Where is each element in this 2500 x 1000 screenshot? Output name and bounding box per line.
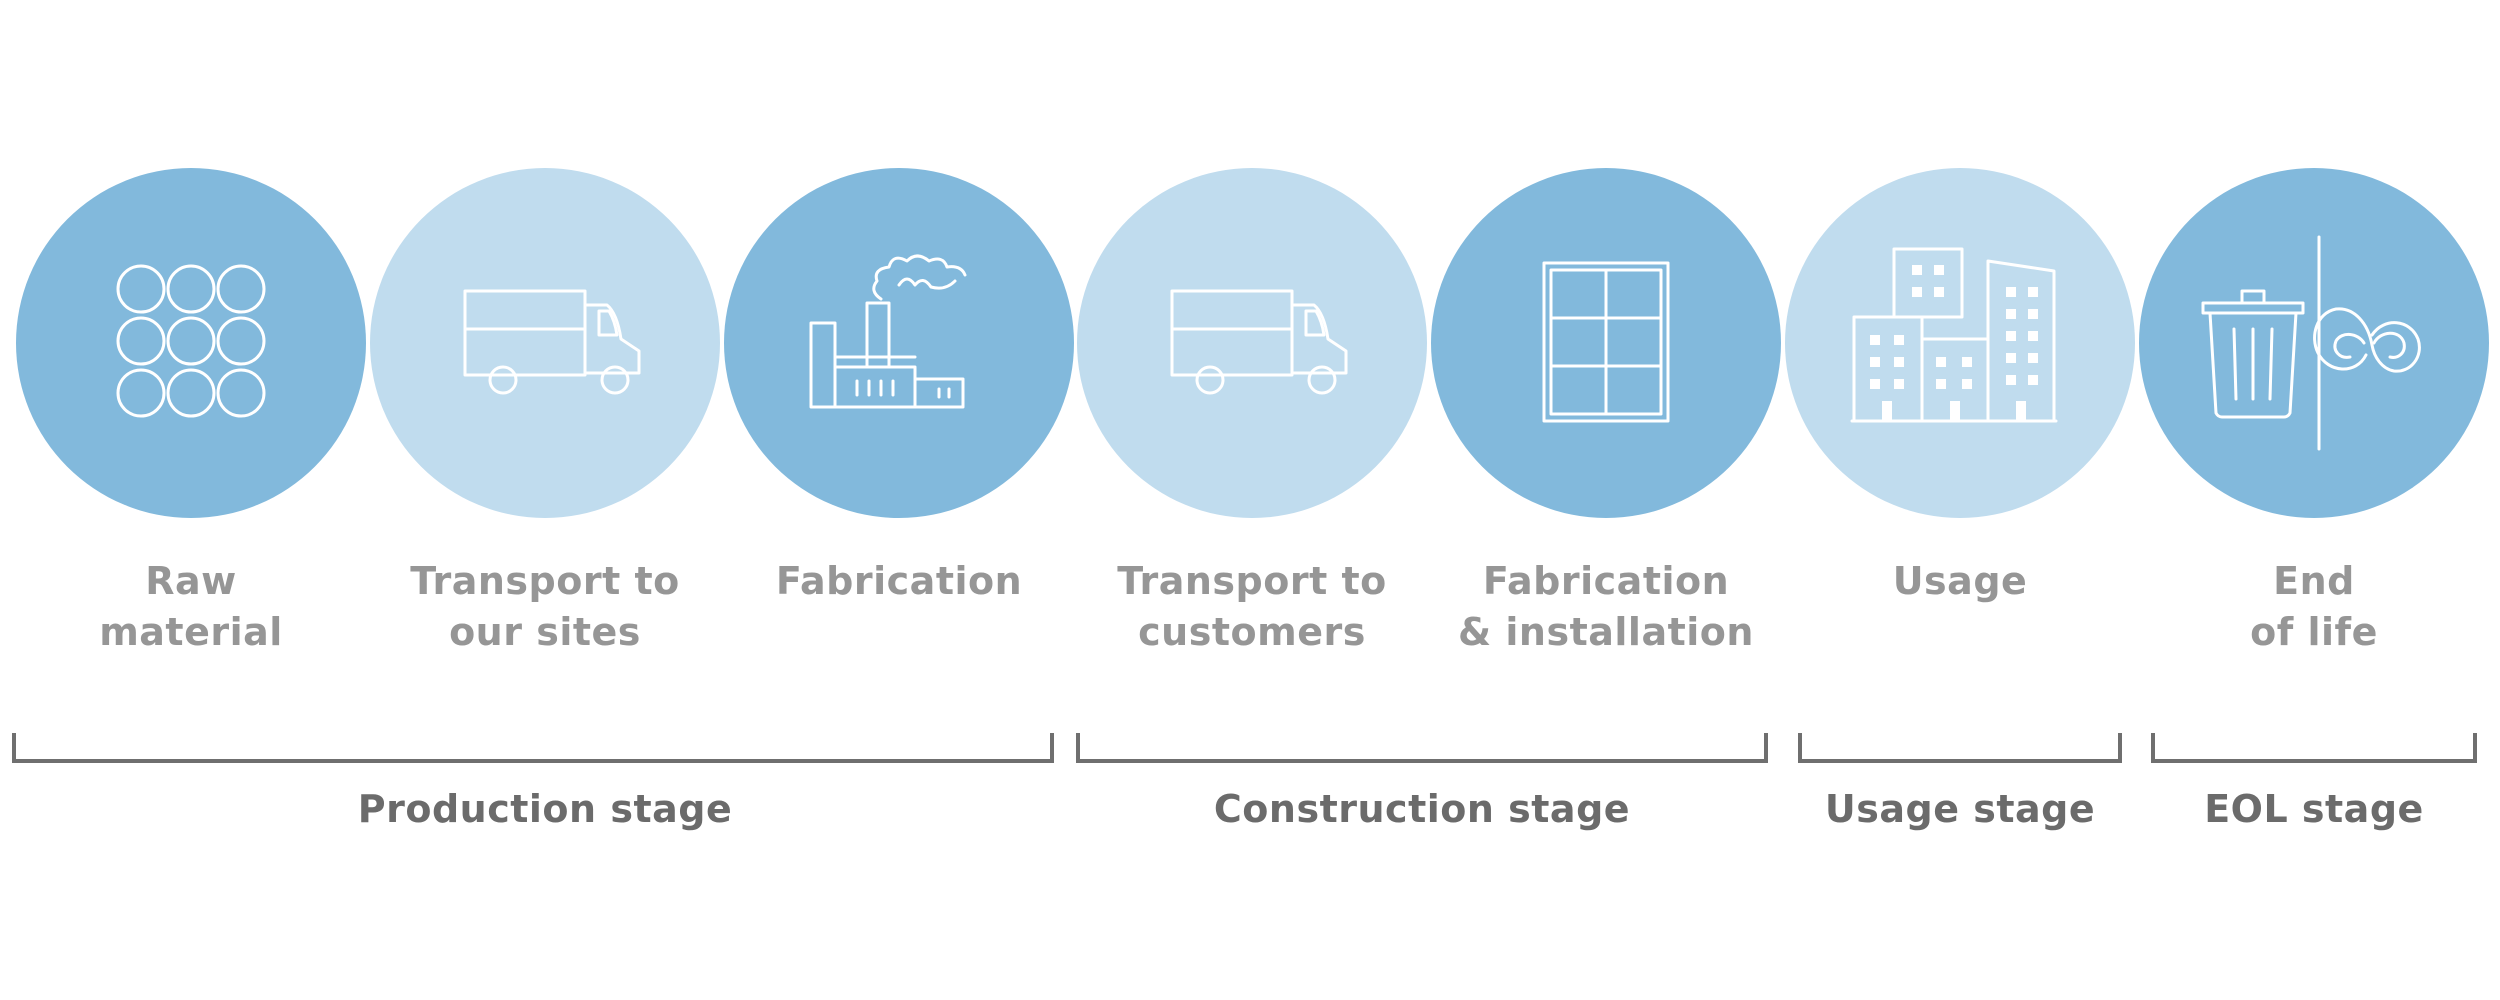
stage-label-transport-sites: Transport to our sites <box>410 559 680 654</box>
stage-label-fabrication-installation: Fabrication & installation <box>1458 559 1754 654</box>
factory-icon <box>809 254 967 409</box>
stage-circle-usage <box>1785 168 2135 518</box>
stage-label-fabrication: Fabrication <box>775 559 1023 603</box>
truck-icon <box>463 289 641 395</box>
group-label-eol-stage: EOL stage <box>2204 787 2424 831</box>
stage-label-end-of-life: End of life <box>2250 559 2378 654</box>
bracket-construction-stage <box>1076 733 1768 763</box>
group-label-construction-stage: Construction stage <box>1213 787 1631 831</box>
truck-icon <box>1170 289 1348 395</box>
bracket-production-stage <box>12 733 1054 763</box>
stage-circle-transport-customers <box>1077 168 1427 518</box>
stage-label-usage: Usage <box>1892 559 2028 603</box>
stage-label-raw-material: Raw material <box>99 559 283 654</box>
stage-circle-fabrication-installation <box>1431 168 1781 518</box>
stage-circle-raw-material <box>16 168 366 518</box>
stage-circle-transport-sites <box>370 168 720 518</box>
trash-recycle-icon <box>2201 235 2421 451</box>
stage-circle-fabrication <box>724 168 1074 518</box>
group-label-usage-stage: Usage stage <box>1824 787 2096 831</box>
stage-label-transport-customers: Transport to customers <box>1117 559 1387 654</box>
window-icon <box>1542 261 1670 423</box>
group-label-production-stage: Production stage <box>357 787 733 831</box>
buildings-icon <box>1850 247 2058 423</box>
raw-material-icon <box>116 264 266 418</box>
bracket-usage-stage <box>1798 733 2122 763</box>
stage-circle-end-of-life <box>2139 168 2489 518</box>
bracket-eol-stage <box>2151 733 2477 763</box>
